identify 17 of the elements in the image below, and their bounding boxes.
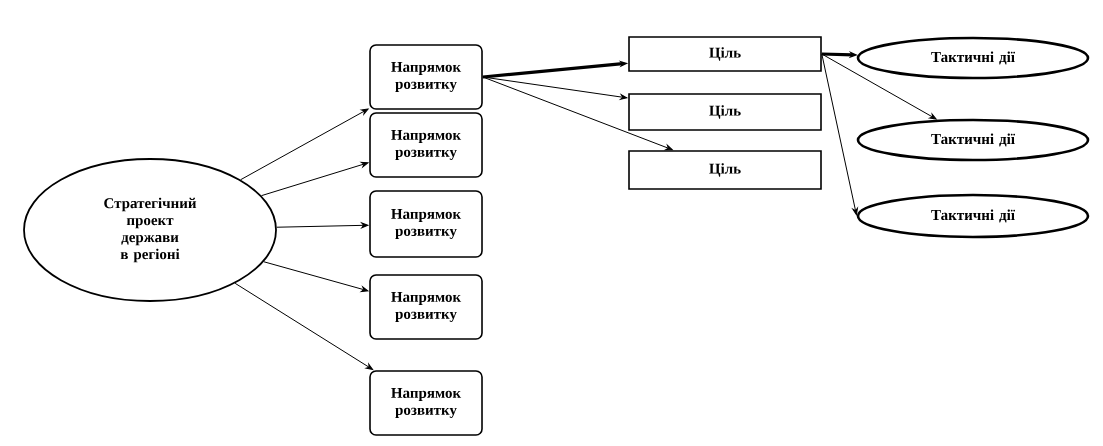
goal-box: Ціль — [628, 36, 822, 72]
arrow — [482, 76, 628, 100]
direction-box: Напрямок розвитку — [369, 190, 483, 258]
arrow — [276, 222, 369, 229]
arrow — [240, 108, 369, 181]
arrow — [821, 53, 937, 120]
arrow — [234, 282, 374, 370]
goal-box: Ціль — [628, 150, 822, 190]
arrow — [261, 161, 369, 197]
direction-box: Напрямок розвитку — [369, 44, 483, 110]
goal-box: Ціль — [628, 93, 822, 131]
direction-box: Напрямок розвитку — [369, 112, 483, 178]
direction-box: Напрямок розвитку — [369, 370, 483, 436]
direction-box: Напрямок розвитку — [369, 274, 483, 340]
arrow — [821, 53, 858, 216]
arrow — [482, 76, 673, 151]
arrow — [263, 261, 369, 292]
